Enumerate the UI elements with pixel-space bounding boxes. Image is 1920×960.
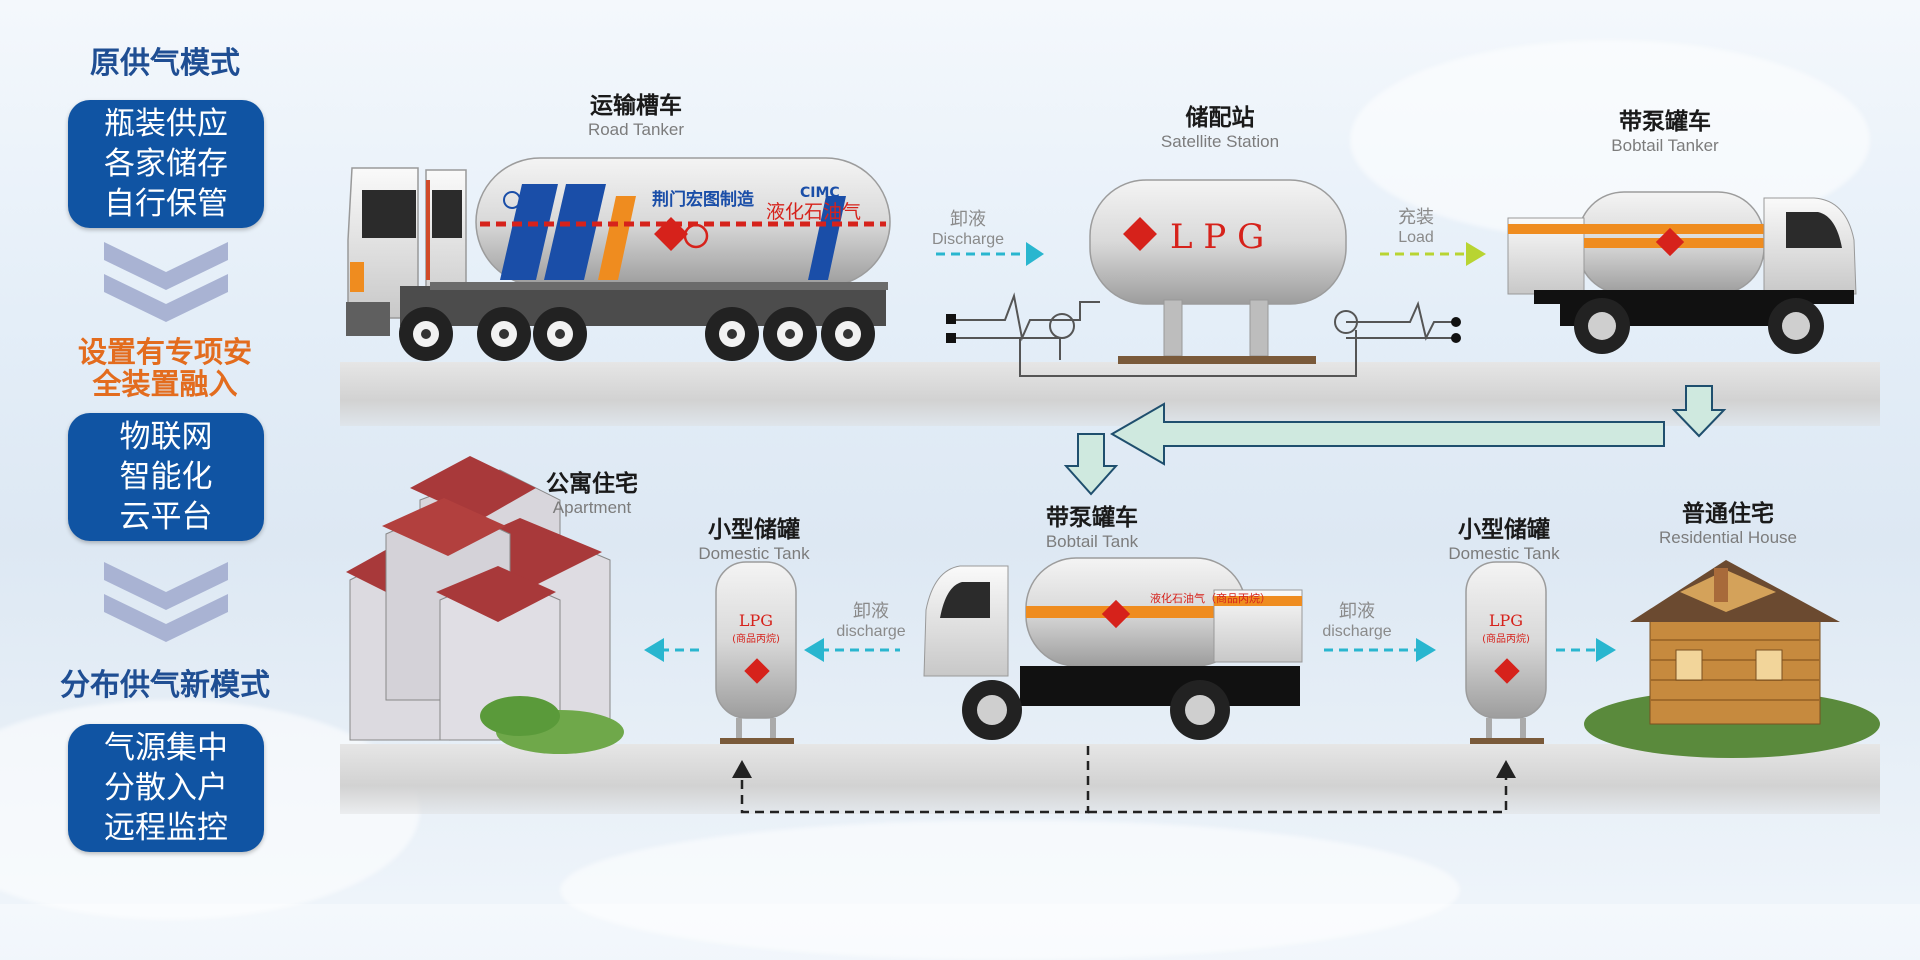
- small-tank-sub-text: (商品丙烷): [1482, 632, 1530, 645]
- bobtail-tanker-label: 带泵罐车 Bobtail Tanker: [1590, 102, 1740, 156]
- arrow-left-icon: [1109, 402, 1665, 466]
- arrow-right-icon: [1416, 638, 1436, 662]
- tanker-brand-text: 荆门宏图制造: [652, 189, 755, 210]
- satellite-station-cn: 储配站: [1185, 105, 1255, 131]
- chevron-down-icon: [104, 562, 228, 642]
- apartment-graphic: [346, 456, 624, 754]
- satellite-station-en: Satellite Station: [1160, 132, 1280, 151]
- new-mode-line: 分散入户: [104, 770, 228, 806]
- load-en: Load: [1398, 229, 1434, 246]
- domestic-tank-left-cn: 小型储罐: [708, 517, 800, 543]
- residential-house-cn: 普通住宅: [1682, 501, 1774, 527]
- discharge-cn: 卸液: [950, 209, 986, 230]
- domestic-tank-left-en: Domestic Tank: [698, 544, 810, 563]
- domestic-tank-left-label: 小型储罐 Domestic Tank: [684, 510, 824, 564]
- arrow-left-icon: [644, 638, 664, 662]
- residential-house-en: Residential House: [1659, 528, 1797, 547]
- discharge-en: Discharge: [931, 231, 1005, 248]
- road-bottom: [340, 744, 1880, 814]
- original-mode-box: 瓶装供应 各家储存 自行保管: [68, 100, 264, 228]
- road-tanker-graphic: [346, 157, 891, 361]
- bobtail-tanker-top-graphic: [1507, 191, 1857, 354]
- discharge-label: 卸液 Discharge: [928, 210, 1008, 250]
- discharge-left-cn: 卸液: [853, 601, 889, 622]
- safety-note-line: 设置有专项安: [77, 335, 252, 369]
- bobtail-tank-bottom-graphic: [923, 557, 1303, 740]
- tech-line: 智能化: [119, 459, 213, 495]
- discharge-left-en: discharge: [836, 623, 906, 640]
- arrow-up-icon: [1496, 760, 1516, 778]
- arrow-left-icon: [804, 638, 824, 662]
- tech-box: 物联网 智能化 云平台: [68, 413, 264, 541]
- arrow-right-icon: [1596, 638, 1616, 662]
- apartment-cn: 公寓住宅: [546, 471, 638, 497]
- satellite-station-label: 储配站 Satellite Station: [1140, 98, 1300, 152]
- arrow-down-icon: [1063, 433, 1119, 496]
- tech-line: 云平台: [119, 499, 213, 535]
- bobtail-tanker-cn: 带泵罐车: [1619, 109, 1711, 135]
- small-tank-sub-text: (商品丙烷): [732, 632, 780, 645]
- discharge-right-label: 卸液 discharge: [1312, 602, 1402, 642]
- original-mode-line: 自行保管: [104, 186, 228, 222]
- new-mode-title: 分布供气新模式: [60, 668, 270, 703]
- discharge-right-cn: 卸液: [1339, 601, 1375, 622]
- discharge-left-label: 卸液 discharge: [826, 602, 916, 642]
- load-label: 充装 Load: [1378, 208, 1454, 248]
- bobtail-tanker-en: Bobtail Tanker: [1611, 136, 1719, 155]
- bobtail-tank-en: Bobtail Tank: [1045, 532, 1139, 551]
- chevron-down-icon: [104, 242, 228, 322]
- discharge-right-en: discharge: [1322, 623, 1392, 640]
- original-mode-title: 原供气模式: [90, 46, 240, 81]
- domestic-tank-right-en: Domestic Tank: [1448, 544, 1560, 563]
- road-tanker-en: Road Tanker: [587, 120, 685, 139]
- original-mode-line: 瓶装供应: [104, 106, 228, 142]
- new-mode-line: 气源集中: [104, 730, 228, 766]
- satellite-station-graphic: [946, 179, 1461, 377]
- residential-house-graphic: [1584, 560, 1880, 758]
- small-tank-lpg-text: LPG: [1489, 611, 1523, 630]
- residential-house-label: 普通住宅 Residential House: [1642, 494, 1814, 548]
- arrow-right-icon: [1026, 242, 1044, 266]
- domestic-tank-right-cn: 小型储罐: [1458, 517, 1550, 543]
- new-mode-box: 气源集中 分散入户 远程监控: [68, 724, 264, 852]
- small-tank-lpg-text: LPG: [739, 611, 773, 630]
- domestic-tank-right-graphic: [1465, 561, 1547, 744]
- arrow-down-icon: [1671, 385, 1727, 438]
- tech-line: 物联网: [119, 419, 213, 455]
- diagram-scene: 荆门宏图制造 CIMC 液化石油气 L P G: [346, 157, 1880, 814]
- tanker-lpg-text: 液化石油气: [766, 201, 861, 223]
- domestic-tank-right-label: 小型储罐 Domestic Tank: [1434, 510, 1574, 564]
- apartment-label: 公寓住宅 Apartment: [532, 464, 652, 518]
- road-top: [340, 362, 1880, 426]
- sidebar: 原供气模式 瓶装供应 各家储存 自行保管 设置有专项安 全装置融入 物联网 智能…: [0, 0, 330, 904]
- arrow-right-icon: [1466, 242, 1486, 266]
- safety-note-line: 全装置融入: [92, 367, 238, 401]
- bobtail-tank-cn: 带泵罐车: [1046, 505, 1138, 531]
- safety-note: 设置有专项安 全装置融入: [0, 336, 330, 400]
- domestic-tank-left-graphic: [715, 561, 797, 744]
- original-mode-line: 各家储存: [104, 146, 228, 182]
- bobtail-tank-label: 带泵罐车 Bobtail Tank: [1022, 498, 1162, 552]
- new-mode-line: 远程监控: [104, 810, 228, 846]
- arrow-up-icon: [732, 760, 752, 778]
- apartment-en: Apartment: [552, 498, 632, 517]
- road-tanker-label: 运输槽车 Road Tanker: [566, 86, 706, 140]
- road-tanker-cn: 运输槽车: [590, 93, 682, 119]
- bobtail-lpg-text: 液化石油气（商品丙烷）: [1150, 591, 1271, 605]
- tanker-cimc-text: CIMC: [800, 185, 840, 201]
- load-cn: 充装: [1398, 207, 1434, 228]
- station-lpg-text: L P G: [1170, 217, 1264, 257]
